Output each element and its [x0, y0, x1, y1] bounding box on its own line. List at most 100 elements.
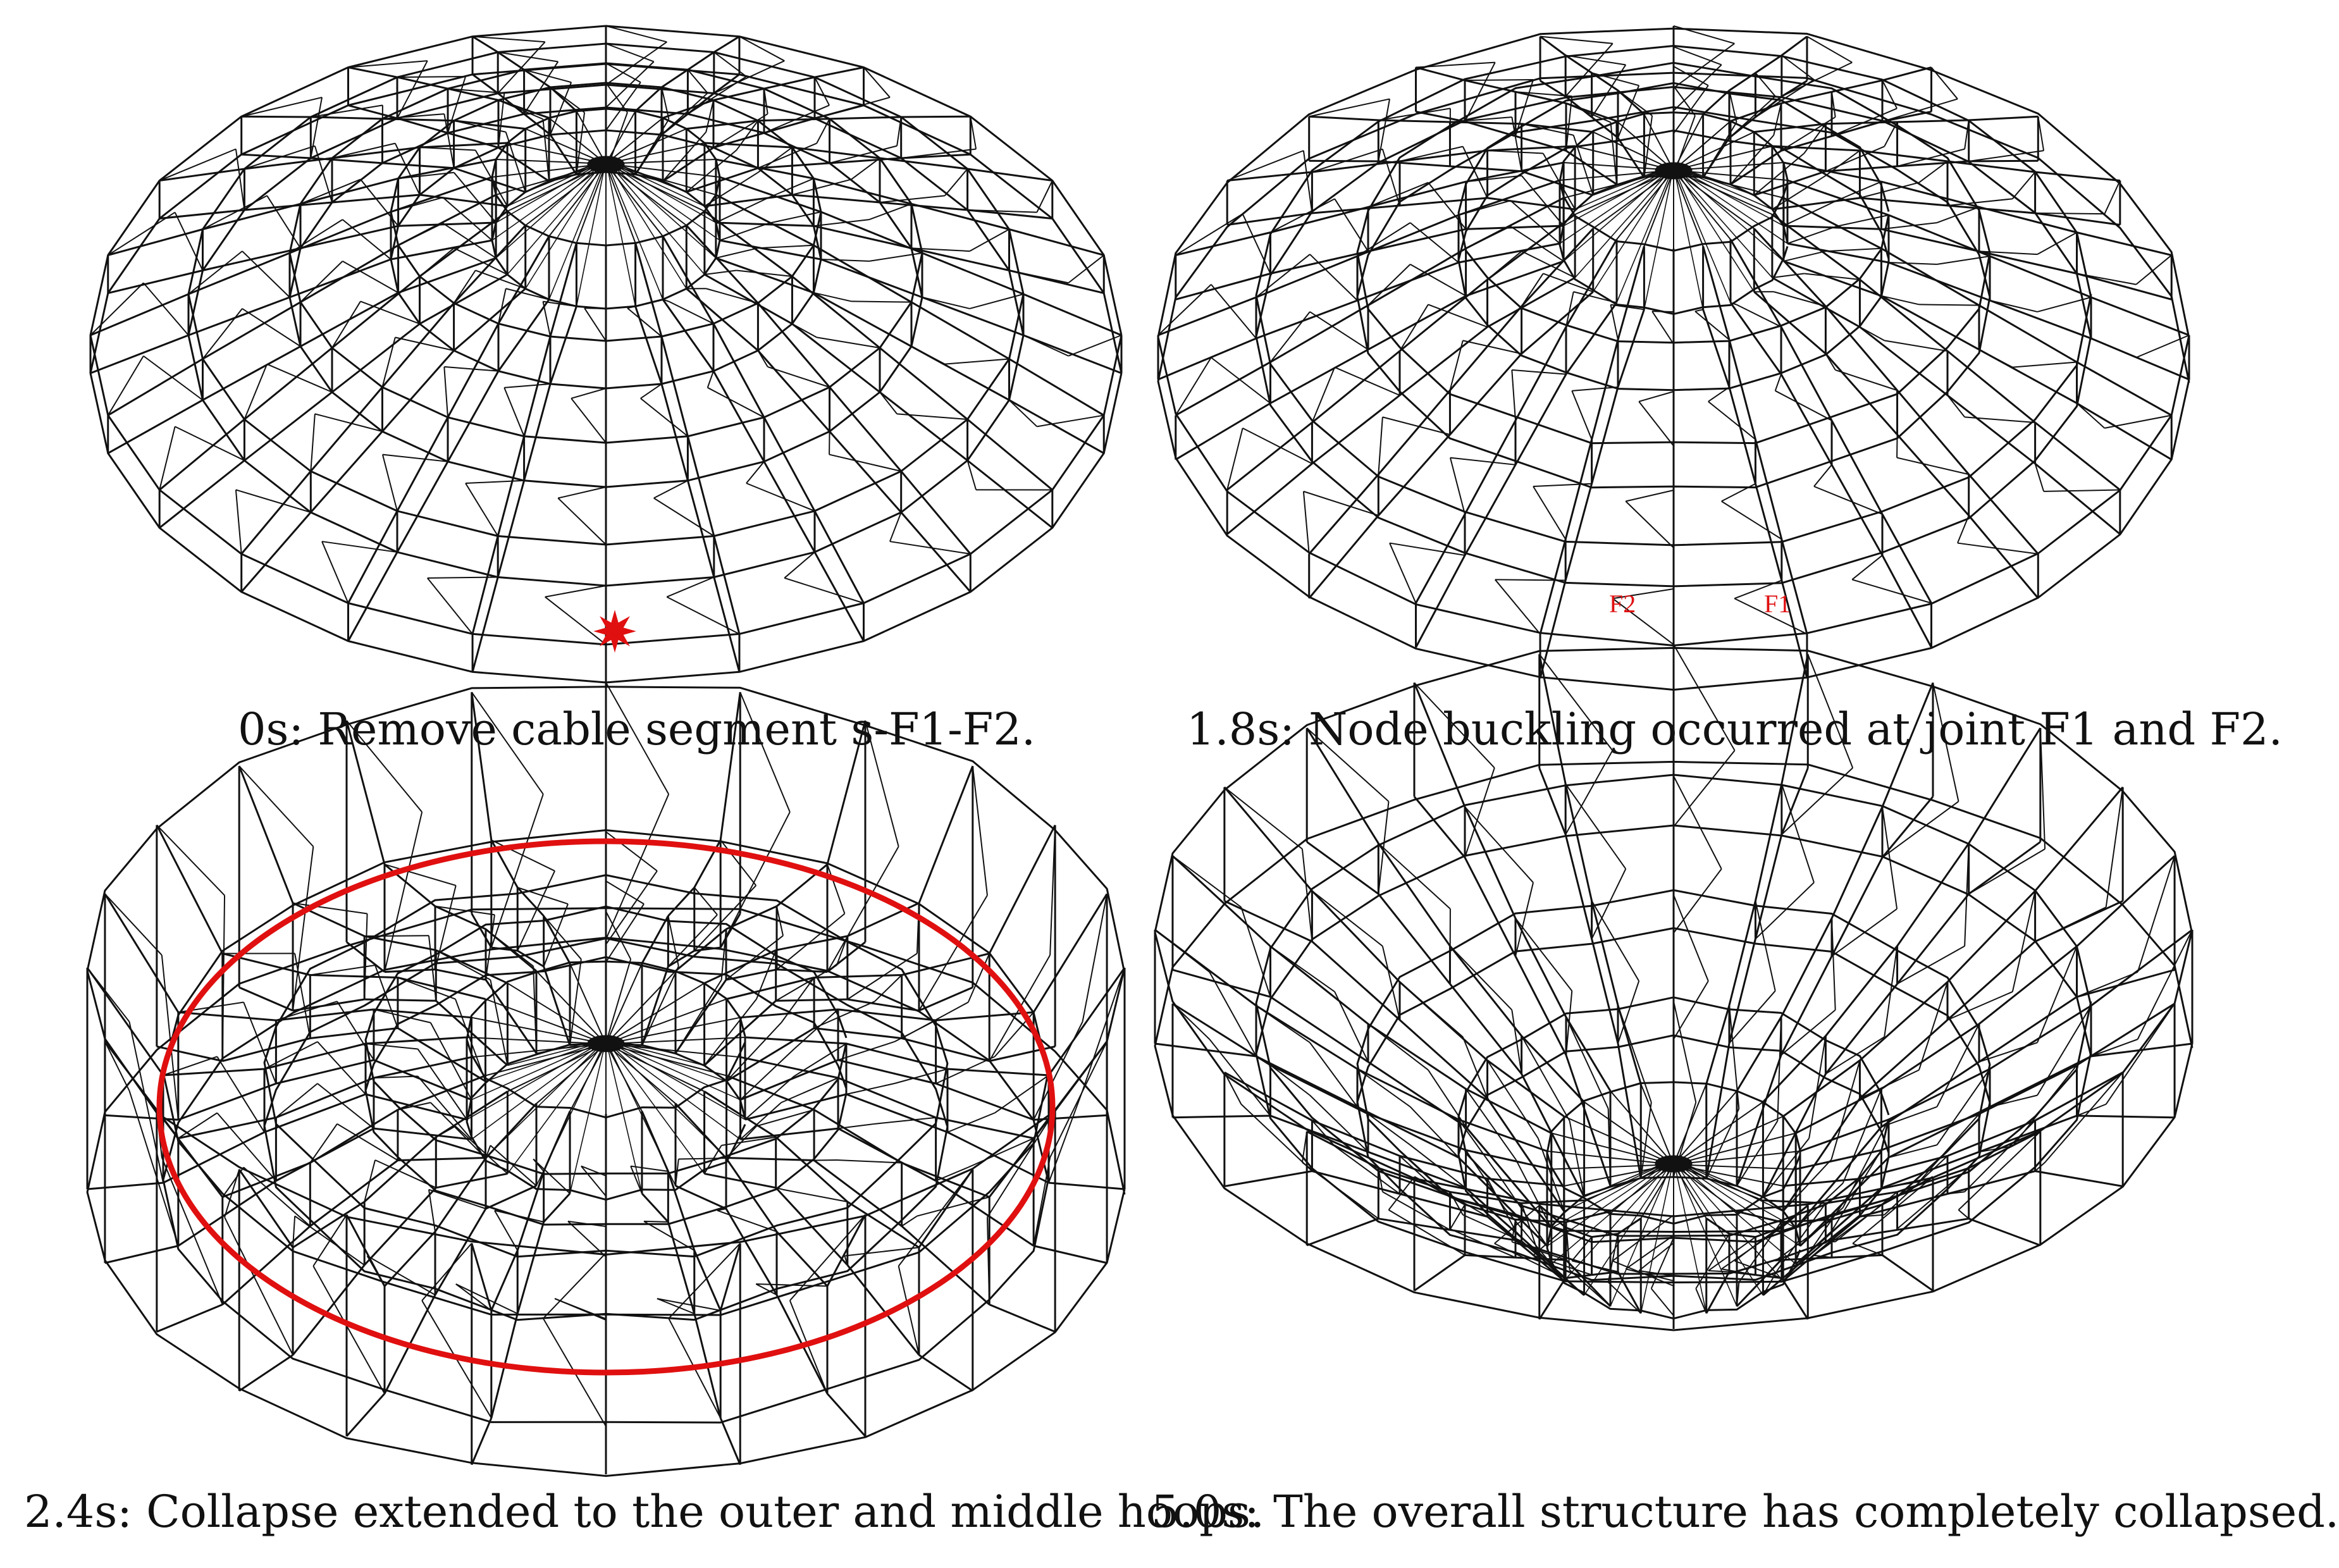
radial-cable	[704, 194, 793, 207]
radial-cable	[1175, 361, 1271, 416]
diagonal-cable	[1626, 1268, 1674, 1281]
radial-cable	[713, 536, 741, 634]
diagonal-cable	[581, 1165, 607, 1197]
radial-cable	[1780, 35, 1808, 56]
diagonal-cable	[455, 1283, 492, 1311]
radial-cable	[1449, 983, 1522, 1075]
diagonal-cable	[1836, 214, 1889, 227]
diagonal-cable	[1565, 102, 1611, 123]
radial-cable	[935, 1082, 1034, 1121]
radial-cable	[662, 235, 715, 324]
diagonal-cable	[2077, 1103, 2107, 1116]
radial-cable	[740, 1127, 839, 1140]
radial-cable	[390, 239, 493, 261]
radial-cable	[202, 247, 301, 271]
radial-cable	[244, 391, 333, 462]
radial-cable	[1399, 326, 1488, 397]
radial-cable	[989, 1304, 1056, 1333]
diagonal-cable	[2044, 489, 2120, 492]
radial-cable	[419, 273, 508, 325]
radial-cable	[1416, 66, 1466, 82]
radial-cable	[1450, 1190, 1522, 1204]
radial-cable	[1772, 197, 1860, 211]
radial-cable	[178, 1082, 276, 1121]
diagonal-cable	[216, 1112, 277, 1182]
diagonal-cable	[781, 1077, 839, 1104]
radial-cable	[398, 257, 497, 294]
diagonal-cable	[846, 1083, 895, 1095]
radial-cable	[241, 153, 311, 159]
hub-spoke	[611, 162, 705, 207]
diagonal-cable	[1209, 972, 1257, 1057]
diagonal-cable	[292, 902, 367, 915]
diagonal-cable	[2037, 297, 2092, 312]
radial-cable	[988, 824, 1056, 954]
radial-cable	[967, 209, 1052, 219]
diagonal-cable	[1521, 123, 1574, 136]
radial-cable	[1415, 514, 1466, 604]
diagonal-cable	[704, 171, 758, 207]
diagonal-cable	[87, 967, 130, 1023]
diagonal-cable	[1813, 486, 1883, 515]
diagonal-cable	[584, 307, 607, 342]
diagonal-cable	[643, 1220, 695, 1251]
radial-cable	[922, 252, 1024, 295]
hub-spoke	[1679, 1165, 1784, 1281]
diagonal-cable	[1565, 54, 1626, 66]
diagonal-cable	[294, 953, 311, 1039]
diagonal-cable	[1309, 254, 1358, 301]
diagonal-cable	[1486, 250, 1522, 280]
radial-cable	[715, 221, 814, 227]
radial-cable	[1754, 439, 1783, 540]
diagonal-cable	[1450, 1228, 1516, 1259]
diagonal-cable	[202, 308, 243, 360]
hub-spoke	[569, 963, 605, 1041]
radial-cable	[485, 1185, 537, 1210]
hub-spoke	[612, 1043, 746, 1120]
diagonal-cable	[1859, 326, 1885, 342]
diagonal-cable	[668, 1242, 741, 1319]
radial-cable	[813, 1109, 903, 1164]
radial-cable	[744, 1093, 847, 1121]
radial-cable	[1795, 1126, 1882, 1229]
diagonal-cable	[2135, 254, 2172, 285]
radial-cable	[1565, 1016, 1612, 1092]
radial-cable	[758, 118, 830, 122]
radial-cable	[1466, 1149, 1552, 1170]
diagonal-cable	[346, 720, 423, 813]
radial-cable	[1464, 856, 1517, 957]
radial-cable	[1780, 90, 1832, 104]
diagonal-cable	[474, 150, 508, 207]
diagonal-cable	[666, 596, 740, 635]
hub-spoke	[1674, 114, 1704, 168]
central-hub	[587, 1035, 625, 1053]
radial-cable	[1565, 1259, 1612, 1307]
diagonal-cable	[543, 903, 569, 967]
radial-cable	[1947, 1120, 2036, 1157]
hoop-chord	[1154, 760, 2194, 1331]
radial-cable	[847, 902, 920, 937]
diagonal-cable	[1825, 353, 1836, 371]
radial-cable	[918, 765, 974, 904]
radial-cable	[1763, 1199, 1826, 1204]
radial-cable	[837, 1059, 936, 1085]
diagonal-cable	[1795, 1182, 1844, 1229]
radial-cable	[1830, 464, 1884, 556]
diagonal-cable	[1503, 1183, 1548, 1247]
diagonal-cable	[894, 1020, 937, 1042]
radial-cable	[1617, 137, 1645, 178]
radial-cable	[1799, 1118, 1889, 1152]
radial-cable	[497, 436, 526, 536]
radial-cable	[1565, 1210, 1611, 1223]
diagonal-cable	[442, 223, 497, 259]
radial-cable	[674, 1102, 727, 1159]
diagonal-cable	[784, 577, 864, 604]
diagonal-cable	[739, 1102, 782, 1140]
radial-cable	[1487, 197, 1576, 211]
radial-cable	[2076, 855, 2176, 948]
hub-spoke	[495, 163, 600, 223]
diagonal-cable	[874, 1116, 936, 1125]
diagonal-cable	[426, 577, 473, 634]
radial-cable	[814, 66, 864, 78]
radial-cable	[911, 247, 1009, 271]
